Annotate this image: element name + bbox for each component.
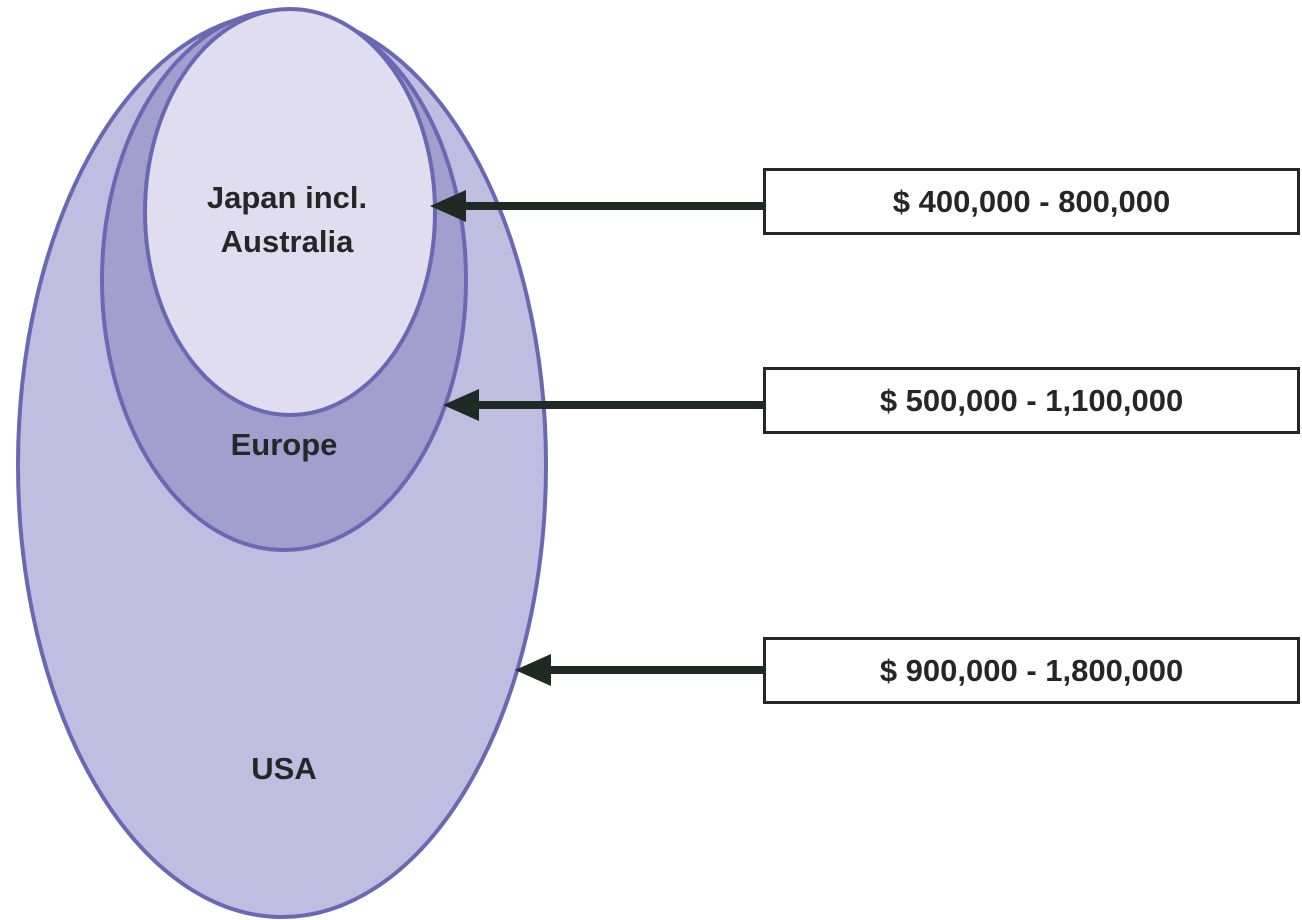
- japan-arrow: [430, 190, 763, 222]
- europe-range-box: $ 500,000 - 1,100,000: [763, 367, 1300, 434]
- usa-range-text: $ 900,000 - 1,800,000: [879, 652, 1184, 688]
- japan-range-box: $ 400,000 - 800,000: [763, 168, 1300, 235]
- usa-range-box: $ 900,000 - 1,800,000: [763, 637, 1300, 704]
- europe-arrow: [443, 389, 763, 421]
- japan-label-line2: Australia: [221, 224, 354, 259]
- japan-ellipse: [143, 7, 437, 417]
- japan-label-line1: Japan incl.: [207, 180, 367, 215]
- usa-arrow: [515, 654, 763, 686]
- usa-label: USA: [251, 751, 316, 786]
- europe-label: Europe: [231, 427, 338, 462]
- japan-range-text: $ 400,000 - 800,000: [892, 183, 1171, 219]
- europe-range-text: $ 500,000 - 1,100,000: [879, 382, 1184, 418]
